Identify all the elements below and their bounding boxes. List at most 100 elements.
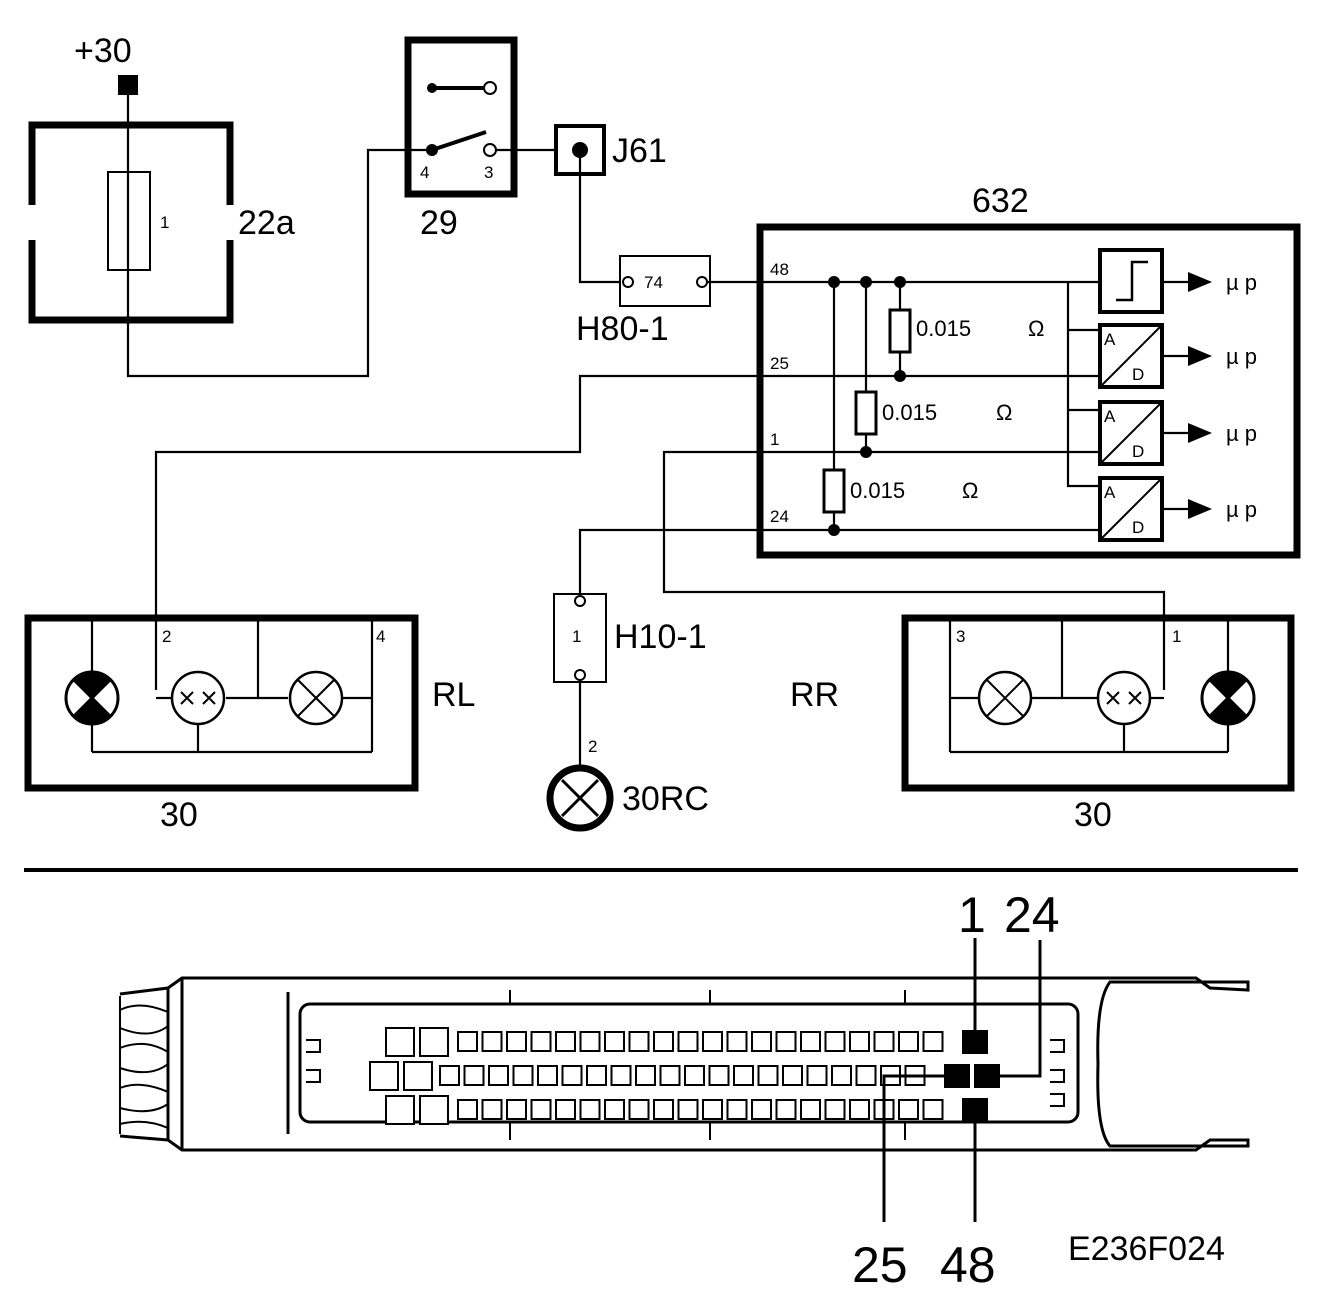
ecu-pin-48: 48: [770, 260, 789, 279]
svg-text:A: A: [1104, 483, 1116, 502]
lamp-30rc-label: 30RC: [622, 780, 709, 818]
connector-pin-cavity: [800, 1099, 821, 1120]
connector-pin-cavity: [488, 1065, 509, 1086]
connector-pin-cavity: [555, 1099, 576, 1120]
connector-pin-cavity: [922, 1099, 944, 1120]
rl-pin-4: 4: [376, 627, 385, 646]
plus30-terminal: [118, 75, 138, 95]
connector-pin-cavity: [439, 1065, 460, 1086]
connector-pin-cavity: [604, 1031, 625, 1052]
ohm-2: Ω: [996, 400, 1012, 425]
connector-pin-cavity: [604, 1099, 625, 1120]
connector-pin-cavity: [684, 1065, 705, 1086]
pin-48-marker: [962, 1098, 988, 1122]
fuse-pin-label: 1: [160, 213, 169, 232]
svg-text:D: D: [1132, 365, 1144, 384]
connector-pin-cavity: [726, 1099, 748, 1120]
pin-24-marker: [974, 1064, 1000, 1088]
micro-label-1: µ p: [1226, 270, 1257, 295]
pin-25-marker: [944, 1064, 970, 1088]
connector-pin-cavity: [824, 1099, 846, 1120]
ohm-1: Ω: [1028, 316, 1044, 341]
ad-converter-1: A D: [1098, 323, 1164, 389]
switch-pin-3: 3: [484, 163, 493, 182]
connector-pin-cavity: [481, 1031, 503, 1052]
resistor-3-value: 0.015: [850, 478, 905, 503]
component-22a: 1 22a: [28, 121, 295, 324]
connector-pin-cavity: [806, 1065, 828, 1086]
rear-left-lamp-unit: 2 4: [24, 614, 419, 792]
shunt-resistor-1: [888, 308, 912, 354]
lamp-30rc-pin: 2: [588, 737, 597, 756]
rr-label: RR: [790, 676, 839, 714]
connector-pin-cavity: [506, 1099, 527, 1120]
rr-pin-3: 3: [956, 627, 965, 646]
connector-pin-cavity: [419, 1095, 449, 1125]
connector-h10-label: H10-1: [614, 618, 707, 656]
connector-pin-cavity: [824, 1031, 846, 1052]
connector-pin-48-label: 48: [940, 1237, 996, 1293]
micro-label-2: µ p: [1226, 344, 1257, 369]
connector-pin-cavity: [922, 1031, 944, 1052]
connector-pin-cavity: [898, 1099, 919, 1120]
ad-converter-2: A D: [1098, 400, 1164, 466]
connector-pin-cavity: [586, 1065, 607, 1086]
wire-plus30-to-switch: [126, 95, 432, 378]
connector-pin-cavity: [677, 1031, 699, 1052]
ohm-3: Ω: [962, 478, 978, 503]
digital-input-block: [1098, 248, 1164, 314]
connector-pin-cavity: [733, 1065, 754, 1086]
connector-pin-cavity: [369, 1061, 399, 1091]
component-22a-label: 22a: [238, 204, 295, 242]
ecu-632-label: 632: [972, 182, 1029, 220]
connector-h80-pin: 74: [644, 273, 663, 292]
connector-pin-cavity: [579, 1099, 601, 1120]
plus30-label: +30: [74, 32, 132, 70]
connector-pin-cavity: [849, 1099, 870, 1120]
connector-pin-cavity: [419, 1027, 449, 1057]
connector-pin-cavity: [653, 1031, 674, 1052]
pin-1-marker: [962, 1030, 988, 1054]
ecu-pin-24: 24: [770, 507, 789, 526]
ecu-632: 632 48 25 1 24 0.015 0.015 0.015 Ω Ω Ω: [756, 182, 1301, 559]
connector-pin-cavity: [457, 1099, 478, 1120]
connector-pin-24-label: 24: [1004, 887, 1060, 943]
connector-pin-cavity: [855, 1065, 877, 1086]
connector-pin-cavity: [849, 1031, 870, 1052]
connector-pin-cavity: [512, 1065, 534, 1086]
connector-pin-cavity: [628, 1031, 650, 1052]
connector-pin-cavity: [873, 1031, 895, 1052]
connector-pin-cavity: [457, 1031, 478, 1052]
connector-pin-cavity: [463, 1065, 485, 1086]
connector-pin-cavity: [800, 1031, 821, 1052]
svg-text:D: D: [1132, 442, 1144, 461]
connector-pin-cavity: [702, 1099, 723, 1120]
connector-pin-cavity: [506, 1031, 527, 1052]
connector-pin-cavity: [530, 1031, 552, 1052]
connector-pin-1-label: 1: [958, 887, 986, 943]
connector-h80-1: [619, 255, 711, 307]
connector-pin-cavity: [385, 1095, 415, 1125]
resistor-1-value: 0.015: [916, 316, 971, 341]
rr-pin-1: 1: [1172, 627, 1181, 646]
ecu-connector-drawing: [119, 938, 1250, 1222]
output-arrows: [1162, 272, 1212, 519]
connector-pin-cavity: [537, 1065, 558, 1086]
rl-30-label: 30: [160, 796, 198, 834]
connector-pin-cavity: [702, 1031, 723, 1052]
connector-h10-1: [553, 593, 607, 683]
connector-pin-cavity: [403, 1061, 433, 1091]
junction-j61-label: J61: [612, 132, 667, 170]
wire-pin25-to-rl: [154, 374, 760, 690]
ad-converter-3: A D: [1098, 476, 1164, 542]
connector-pin-cavity: [898, 1031, 919, 1052]
connector-pin-cavity: [751, 1031, 772, 1052]
ecu-pin-25: 25: [770, 354, 789, 373]
connector-pin-cavity: [659, 1065, 681, 1086]
svg-text:A: A: [1104, 407, 1116, 426]
connector-pin-cavity: [782, 1065, 803, 1086]
rear-right-lamp-unit: 3 1: [901, 614, 1295, 792]
connector-pin-cavity: [628, 1099, 650, 1120]
